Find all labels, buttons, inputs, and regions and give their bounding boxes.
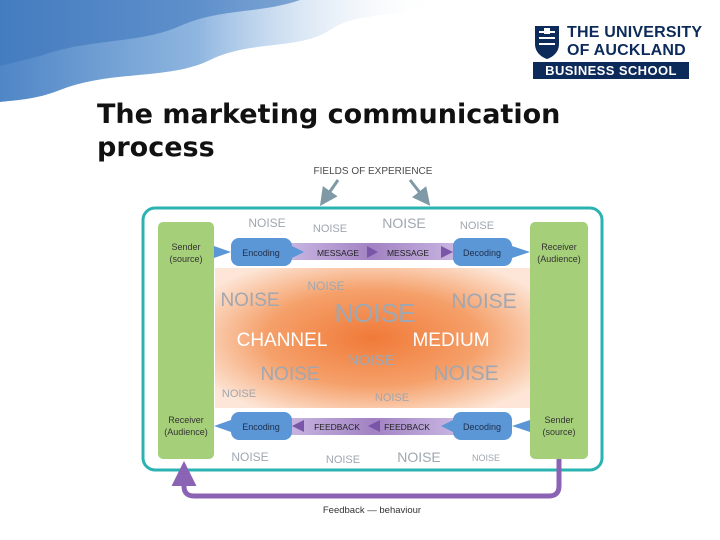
logo-text-line1: THE UNIVERSITY <box>567 24 703 41</box>
decoding-bottom-text: Decoding <box>463 422 501 432</box>
fields-arrow-right <box>408 179 431 206</box>
sender-top-line1: Sender <box>171 242 200 252</box>
encoding-top-text: Encoding <box>242 248 280 258</box>
receiver-bottom-line2: (Audience) <box>164 427 208 437</box>
noise-label: NOISE <box>460 220 494 232</box>
decoding-bottom-box <box>453 412 512 440</box>
arrow-encoding-to-message <box>292 246 304 258</box>
encoding-bottom-box <box>231 412 292 440</box>
sender-top-line2: (source) <box>169 254 202 264</box>
noise-label: NOISE <box>231 450 268 464</box>
arrow-message-to-decoding <box>441 246 453 258</box>
noise-label: NOISE <box>260 364 319 385</box>
arrow-sender-to-decoding <box>512 420 530 432</box>
receiver-bottom-label: Receiver (Audience) <box>164 415 208 437</box>
noise-label: NOISE <box>248 216 285 230</box>
feedback-behaviour-label: Feedback — behaviour <box>323 505 421 516</box>
feedback-2-text: FEEDBACK <box>384 422 430 432</box>
noise-label: NOISE <box>313 223 347 235</box>
logo-text-line2: OF AUCKLAND <box>567 42 686 59</box>
receiver-top-line2: (Audience) <box>537 254 581 264</box>
noise-label: NOISE <box>348 352 395 369</box>
noise-label: NOISE <box>220 290 279 311</box>
arrow-decoding-to-receiver <box>512 246 530 258</box>
right-column <box>530 222 588 459</box>
arrow-sender-to-encoding <box>214 246 231 258</box>
noise-label: NOISE <box>451 290 516 313</box>
message-2-text: MESSAGE <box>387 248 429 258</box>
noise-label: NOISE <box>307 279 344 293</box>
receiver-top-line1: Receiver <box>541 242 577 252</box>
noise-label: NOISE <box>472 453 500 463</box>
arrow-feedback-to-encoding <box>292 420 304 432</box>
feedback-behaviour-loop <box>171 459 562 499</box>
noise-label: NOISE <box>326 454 360 466</box>
noise-labels: NOISE NOISE NOISE NOISE NOISE NOISE NOIS… <box>220 215 516 466</box>
medium-label: MEDIUM <box>412 330 489 351</box>
receiver-top-label: Receiver (Audience) <box>537 242 581 264</box>
sender-bottom-label: Sender (source) <box>542 415 575 437</box>
decorative-sky-wash <box>0 0 440 102</box>
fields-of-experience-label: FIELDS OF EXPERIENCE <box>314 166 433 177</box>
university-logo: THE UNIVERSITY OF AUCKLAND BUSINESS SCHO… <box>533 24 702 79</box>
arrow-feedback-to-feedback <box>368 420 380 432</box>
channel-label: CHANNEL <box>237 330 328 351</box>
message-1-text: MESSAGE <box>317 248 359 258</box>
left-column <box>158 222 214 459</box>
decoding-top-box <box>453 238 512 266</box>
noise-label: NOISE <box>382 215 426 231</box>
noise-label: NOISE <box>397 449 441 465</box>
arrow-decoding-to-feedback <box>441 420 453 432</box>
noise-label: NOISE <box>433 362 498 385</box>
arrow-message-to-message <box>367 246 378 258</box>
arrow-encoding-to-receiver <box>214 420 231 432</box>
channel-medium-area <box>215 268 530 408</box>
encoding-bottom-text: Encoding <box>242 422 280 432</box>
noise-label: NOISE <box>222 388 256 400</box>
logo-business-school-bar: BUSINESS SCHOOL <box>533 62 689 79</box>
sender-bottom-line2: (source) <box>542 427 575 437</box>
encoding-top-box <box>231 238 292 266</box>
slide-title: The marketing communication process <box>97 99 561 163</box>
sender-top-label: Sender (source) <box>169 242 202 264</box>
decoding-top-text: Decoding <box>463 248 501 258</box>
fields-arrow-left <box>319 179 340 206</box>
noise-label: NOISE <box>375 392 409 404</box>
feedback-1-text: FEEDBACK <box>314 422 360 432</box>
sender-bottom-line1: Sender <box>544 415 573 425</box>
receiver-bottom-line1: Receiver <box>168 415 204 425</box>
noise-label: NOISE <box>335 298 416 328</box>
crest-icon <box>535 26 559 59</box>
